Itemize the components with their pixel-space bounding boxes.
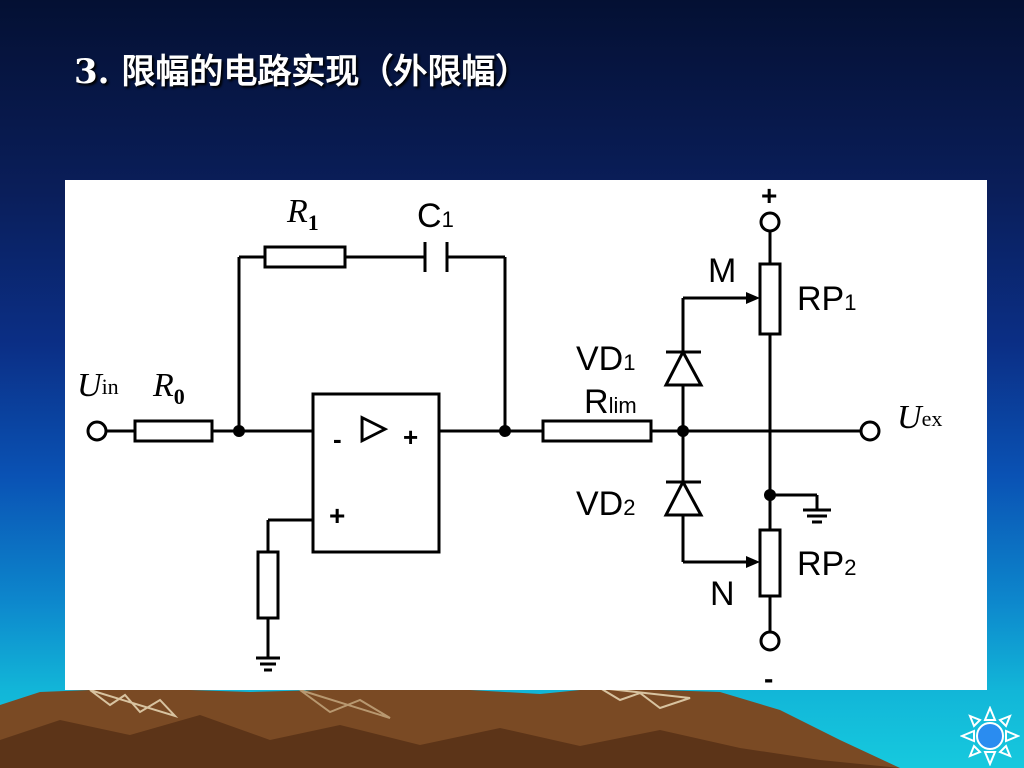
uex-label: Uex xyxy=(897,399,942,436)
vd2-label: VD2 xyxy=(576,485,635,523)
junction-node xyxy=(677,425,689,437)
plus-supply-label: + xyxy=(761,180,777,211)
r1-label: R1 xyxy=(286,193,319,235)
vd1-label: VD1 xyxy=(576,340,635,378)
junction-node xyxy=(233,425,245,437)
n-label: N xyxy=(710,575,735,613)
junction-node xyxy=(499,425,511,437)
n-wiper-arrow xyxy=(746,556,760,568)
rp1-label: RP1 xyxy=(797,280,856,318)
opamp-plus-out-label: + xyxy=(403,422,418,452)
r0-label: R0 xyxy=(152,367,185,409)
minus-supply-terminal xyxy=(759,630,781,652)
vd1-diode xyxy=(663,348,704,387)
opamp-plus-in-label: + xyxy=(329,500,345,531)
bias-resistor xyxy=(256,550,280,620)
rlim-label: Rlim xyxy=(584,383,637,421)
slide-title: 3. 限幅的电路实现（外限幅） xyxy=(74,52,530,92)
vd2-diode xyxy=(663,478,704,517)
uin-terminal xyxy=(86,420,108,442)
sun-icon xyxy=(960,706,1020,766)
rlim-resistor xyxy=(541,419,653,443)
r1-resistor xyxy=(263,245,347,269)
opamp-minus-label: - xyxy=(333,424,342,454)
rp2-label: RP2 xyxy=(797,545,856,583)
uex-terminal xyxy=(859,420,881,442)
rp2-potentiometer xyxy=(758,528,782,598)
circuit-panel: Uin R0 R1 C1 Rlim VD1 VD2 RP1 RP2 M N Ue… xyxy=(65,180,987,690)
m-label: M xyxy=(708,252,736,290)
minus-supply-label: - xyxy=(764,663,773,690)
opamp-box xyxy=(311,392,441,554)
opamp-triangle-symbol: ▷ xyxy=(360,408,389,446)
plus-supply-terminal xyxy=(759,211,781,233)
c1-label: C1 xyxy=(417,197,454,235)
circuit-diagram: Uin R0 R1 C1 Rlim VD1 VD2 RP1 RP2 M N Ue… xyxy=(77,180,942,690)
m-wiper-arrow xyxy=(746,292,760,304)
rp1-potentiometer xyxy=(758,262,782,336)
r0-resistor xyxy=(133,419,214,443)
uin-label: Uin xyxy=(77,367,119,404)
junction-node xyxy=(764,489,776,501)
